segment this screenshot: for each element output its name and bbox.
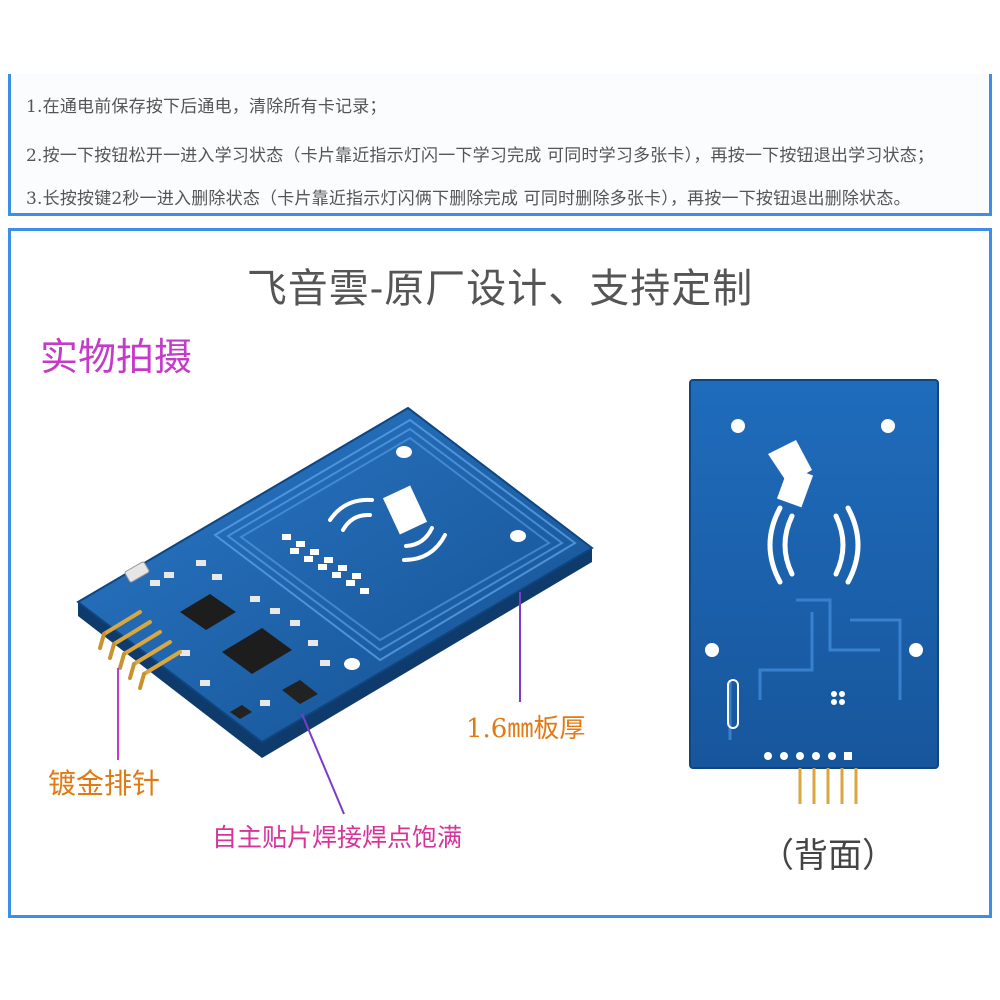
callout-thickness: 1.6㎜板厚 xyxy=(466,714,586,744)
card-wave-icon xyxy=(328,485,447,562)
back-header-pads xyxy=(764,752,852,760)
mount-hole xyxy=(344,658,360,670)
instructions-panel xyxy=(8,74,992,216)
callout-solder: 自主贴片焊接焊点饱满 xyxy=(212,823,463,852)
mount-hole xyxy=(731,419,745,433)
ic-chip xyxy=(180,594,236,630)
rfid-board-back xyxy=(689,379,939,804)
card-icon-back xyxy=(768,440,814,508)
ic-chip xyxy=(222,628,292,674)
brand-headline: 飞音雲-原厂设计、支持定制 xyxy=(246,266,754,312)
mount-hole xyxy=(510,530,526,542)
back-side-caption: （背面） xyxy=(760,836,896,876)
instruction-line-3: 3.长按按键2秒一进入删除状态（卡片靠近指示灯闪俩下删除完成 可同时删除多张卡）… xyxy=(26,189,911,209)
back-gold-pins xyxy=(798,768,858,804)
push-button xyxy=(124,561,150,583)
mount-hole xyxy=(881,419,895,433)
callout-line-solder xyxy=(301,713,345,815)
mount-hole xyxy=(396,446,412,458)
callout-header-pins: 镀金排针 xyxy=(48,767,161,800)
mount-hole xyxy=(705,643,719,657)
instruction-line-1: 1.在通电前保存按下后通电，清除所有卡记录； xyxy=(26,97,387,117)
wave-icon-back xyxy=(767,505,861,585)
section-title: 实物拍摄 xyxy=(40,335,193,379)
regulator-chip xyxy=(282,680,318,704)
gold-header-pins-bent xyxy=(98,632,146,690)
mount-hole xyxy=(909,643,923,657)
rfid-board-front xyxy=(76,406,594,758)
gold-header-pins xyxy=(102,610,182,676)
instruction-line-2: 2.按一下按钮松开一进入学习状态（卡片靠近指示灯闪一下学习完成 可同时学习多张卡… xyxy=(26,146,935,166)
